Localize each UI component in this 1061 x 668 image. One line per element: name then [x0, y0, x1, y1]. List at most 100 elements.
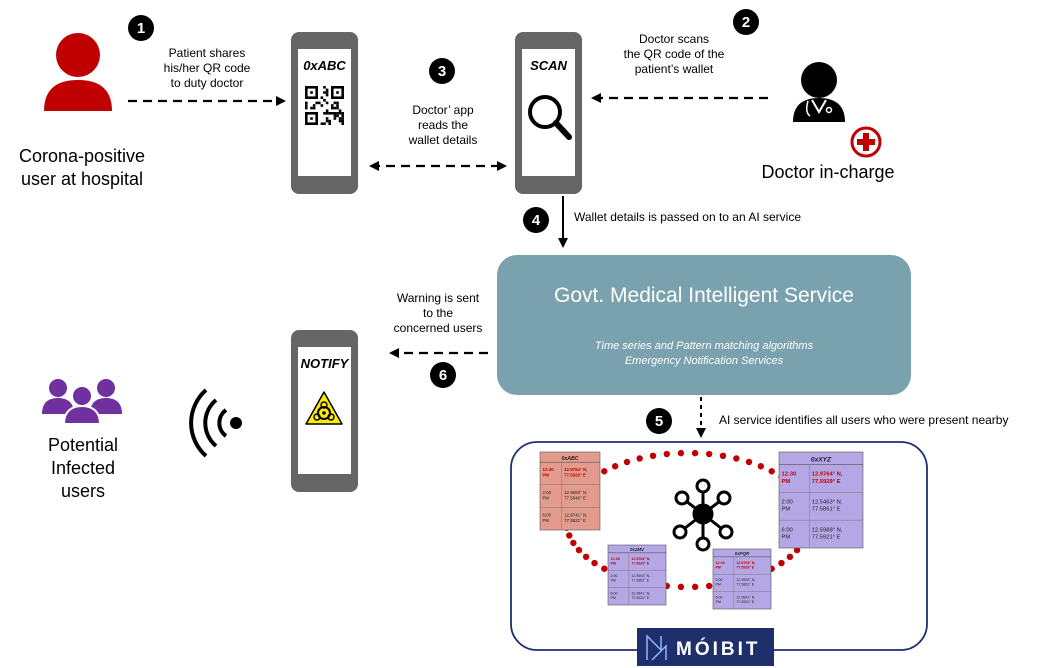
wallet-row-time: 2:00 [782, 499, 793, 505]
wallet-row-lat: 12.9841° N, [631, 592, 650, 596]
wallet-row-lat: 12.9841° N, [736, 596, 755, 600]
wallet-title: 0xPQR [735, 551, 750, 556]
wallet-row-time: 12:30 [716, 561, 725, 565]
magnifier-icon [528, 95, 572, 140]
wallet-row-time: 6:00 [716, 596, 723, 600]
step-6-number: 6 [439, 367, 447, 384]
wallet-row-time: 2:00 [716, 578, 723, 582]
wallet-row-time-period: PM [611, 596, 616, 600]
patient-user-icon [44, 33, 112, 111]
wallet-row-time: 6:00 [543, 512, 552, 517]
network-hub-icon [672, 478, 734, 552]
wallet-row-lat: 12.5988° N, [812, 527, 843, 533]
wallet-row-time: 12:30 [611, 557, 620, 561]
wallet-row-lat: 12.9764° N, [736, 561, 755, 565]
step-1-marker: 1 [128, 15, 154, 41]
doctor-icon [793, 62, 845, 122]
step-4-text: Wallet details is passed on to an AI ser… [574, 210, 802, 224]
step-4-marker: 4 [523, 207, 549, 233]
wallet-row-time-period: PM [782, 507, 791, 513]
wallet-row-time-period: PM [543, 518, 550, 523]
wallet-row-time: 6:00 [611, 592, 618, 596]
wallet-row-lon: 77.5929° E [564, 473, 586, 478]
wallet-row-lon: 77.5861° E [736, 583, 754, 587]
phone-scan [515, 32, 582, 194]
wallet-row-lat: 12.9593° N, [631, 574, 650, 578]
user-group-icon [42, 379, 122, 425]
step-5-number: 5 [655, 413, 663, 430]
wallet-row-lat: 12.9593° N, [736, 578, 755, 582]
wallet-row-time-period: PM [716, 583, 721, 587]
wallet-row-time: 6:00 [782, 527, 793, 533]
wallet-row-time-period: PM [716, 565, 721, 569]
wallet-row-lat: 12.9741° N, [564, 512, 587, 517]
step-4-number: 4 [532, 212, 541, 229]
step-3-number: 3 [438, 63, 446, 80]
wallet-row-lon: 77.5921° E [812, 535, 841, 541]
wallet-row-time-period: PM [543, 473, 550, 478]
wallet-row-lon: 77.5861° E [812, 507, 841, 513]
wallet-row-time: 2:00 [611, 574, 618, 578]
wallet-row-lat: 12.9593° N, [564, 490, 587, 495]
wallet-row-lon: 77.5921° E [564, 518, 586, 523]
doctor-label: Doctor in-charge [761, 162, 895, 182]
moibit-logo: MÓIBIT [637, 628, 774, 666]
wallet-row-lat: 12.9764° N, [812, 472, 843, 478]
wallet-row-lon: 77.5921° E [631, 596, 649, 600]
wallet-row-lon: 77.5929° E [736, 565, 754, 569]
wallet-title: 0xABC [561, 456, 578, 462]
step-5-text: AI service identifies all users who were… [719, 413, 1009, 427]
step-2-marker: 2 [733, 9, 759, 35]
wallet-row-time-period: PM [611, 579, 616, 583]
service-line-1: Time series and Pattern matching algorit… [594, 340, 814, 352]
wallet-row-lon: 77.5921° E [736, 600, 754, 604]
qr-code-icon [303, 84, 346, 127]
phone-qr [291, 32, 358, 194]
wallet-row-time-period: PM [611, 561, 616, 565]
step-6-marker: 6 [430, 362, 456, 388]
wallet-title: 0xXYZ [811, 457, 832, 464]
wallet-row-lat: 12.9764° N, [631, 557, 650, 561]
wallet-row-time: 2:00 [543, 490, 552, 495]
wallet-row-lat: 12.5463° N, [812, 499, 843, 505]
wallet-row-time-period: PM [716, 600, 721, 604]
wireless-broadcast-icon [189, 388, 242, 458]
service-line-2: Emergency Notification Services [624, 355, 784, 367]
wallet-row-time-period: PM [543, 495, 550, 500]
moibit-logo-text: MÓIBIT [676, 638, 761, 660]
wallet-row-time-period: PM [782, 535, 791, 541]
wallet-row-lon: 77.5846° E [564, 495, 586, 500]
medical-service-box [497, 255, 911, 395]
service-title: Govt. Medical Intelligent Service [554, 284, 854, 307]
step-2-number: 2 [742, 14, 750, 31]
notify-phone-title: NOTIFY [300, 356, 349, 371]
wallet-row-lon: 77.5929° E [631, 561, 649, 565]
biohazard-icon [305, 391, 343, 425]
wallet-row-time: 12:30 [543, 467, 555, 472]
phone-notify [291, 330, 358, 492]
wallet-row-lat: 12.9764° N, [564, 467, 587, 472]
wallet-row-lon: 77.5861° E [631, 579, 649, 583]
red-cross-icon [850, 126, 882, 158]
wallet-row-lon: 77.5929° E [812, 479, 841, 485]
wallet-title: 0x1MV [630, 547, 645, 552]
qr-phone-title: 0xABC [303, 58, 346, 73]
step-1-number: 1 [137, 20, 145, 37]
wallet-row-time-period: PM [782, 479, 791, 485]
step-3-marker: 3 [429, 58, 455, 84]
scan-phone-title: SCAN [530, 58, 567, 73]
step-5-marker: 5 [646, 408, 672, 434]
wallet-row-time: 12:30 [782, 472, 797, 478]
